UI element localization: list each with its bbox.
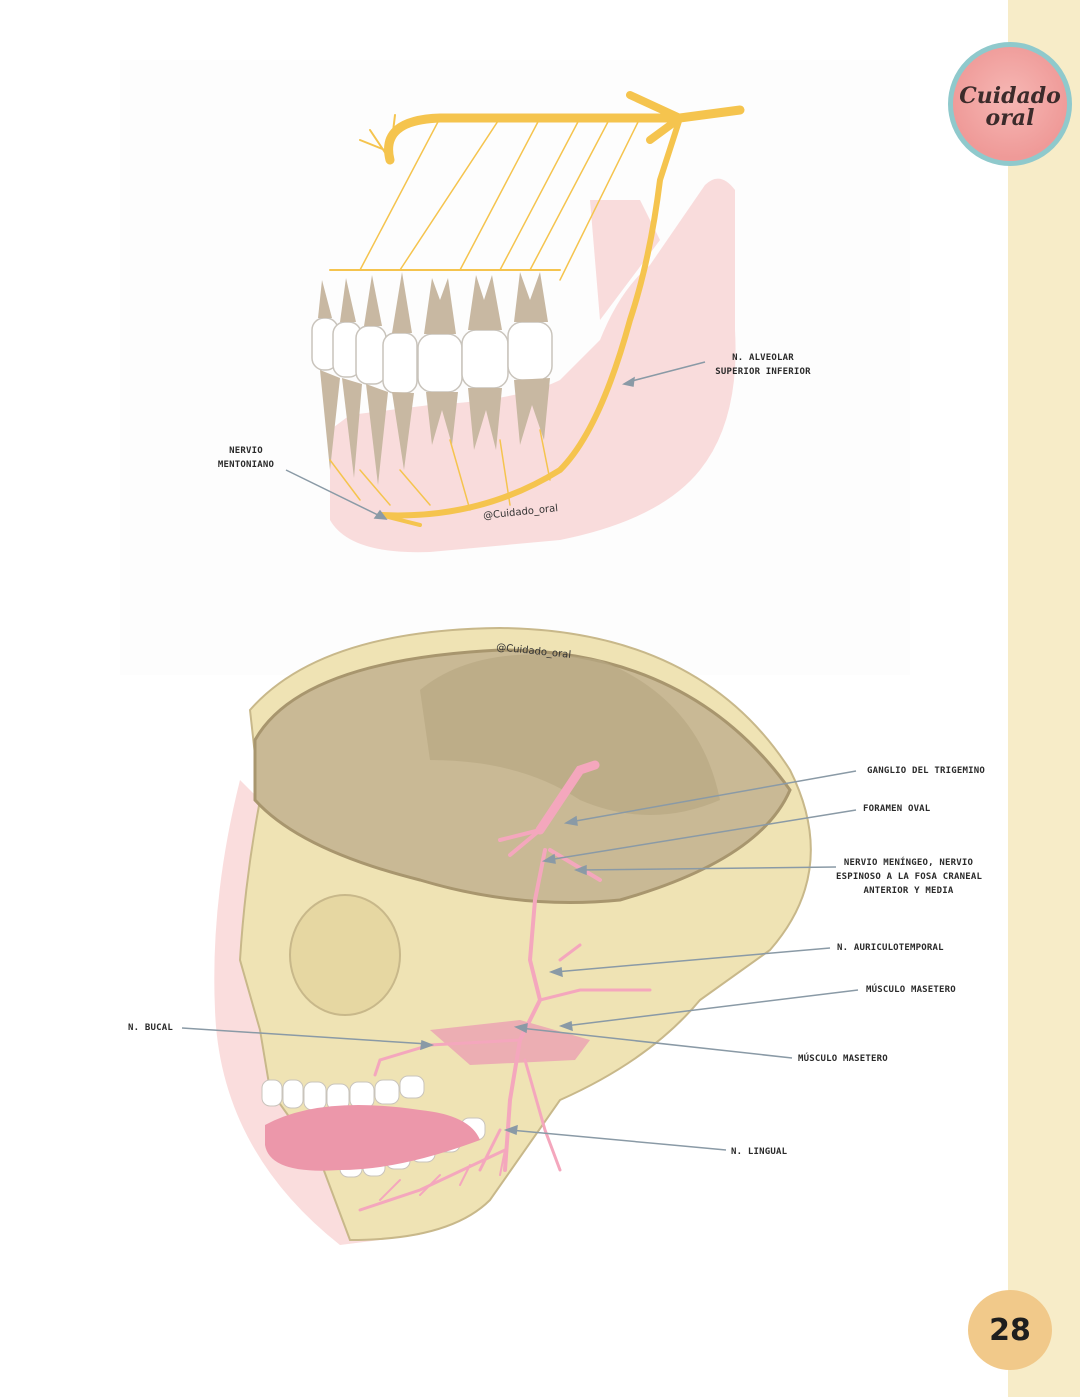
logo-line-2: oral: [985, 105, 1035, 131]
label-n-bucal: N. BUCAL: [128, 1023, 173, 1033]
label-nervio-meningeo: NERVIO MENÍNGEO, NERVIO ESPINOSO A LA FO…: [836, 856, 983, 898]
side-strip: [1008, 0, 1080, 1397]
cuidado-oral-logo: Cuidado oral: [948, 42, 1072, 166]
pink-nerves: [358, 760, 652, 1212]
tongue: [265, 1105, 480, 1171]
label-meningeo-line3: ANTERIOR Y MEDIA: [863, 886, 954, 896]
label-meningeo-line2: ESPINOSO A LA FOSA CRANEAL: [836, 872, 983, 882]
label-n-alveolar: N. ALVEOLAR SUPERIOR INFERIOR: [708, 351, 818, 379]
mandible-shape: [330, 178, 736, 553]
label-n-auriculotemporal: N. AURICULOTEMPORAL: [837, 943, 944, 953]
lower-roots: [320, 370, 550, 485]
label-n-alveolar-line1: N. ALVEOLAR: [732, 353, 794, 363]
label-n-alveolar-line2: SUPERIOR INFERIOR: [715, 367, 811, 377]
logo-line-1: Cuidado: [959, 83, 1061, 109]
label-foramen-oval: FORAMEN OVAL: [863, 804, 931, 814]
label-nervio-mentoniano: NERVIO MENTONIANO: [206, 444, 286, 472]
page-number-badge: 28: [968, 1290, 1052, 1370]
label-meningeo-line1: NERVIO MENÍNGEO, NERVIO: [843, 858, 974, 868]
figure1-pointers: [285, 361, 706, 520]
logo-text: Cuidado oral: [953, 85, 1067, 129]
label-n-lingual: N. LINGUAL: [731, 1147, 788, 1157]
yellow-nerves: [329, 91, 745, 527]
figure2-pointers: [181, 770, 859, 1151]
label-mentoniano-line2: MENTONIANO: [217, 460, 275, 470]
orbit: [289, 894, 401, 1016]
label-ganglio-trigemino: GANGLIO DEL TRIGEMINO: [867, 766, 985, 776]
label-musculo-masetero-2: MÚSCULO MASETERO: [798, 1054, 888, 1064]
upper-roots: [318, 272, 548, 334]
label-musculo-masetero-1: MÚSCULO MASETERO: [866, 985, 956, 995]
label-mentoniano-line1: NERVIO: [229, 446, 263, 456]
